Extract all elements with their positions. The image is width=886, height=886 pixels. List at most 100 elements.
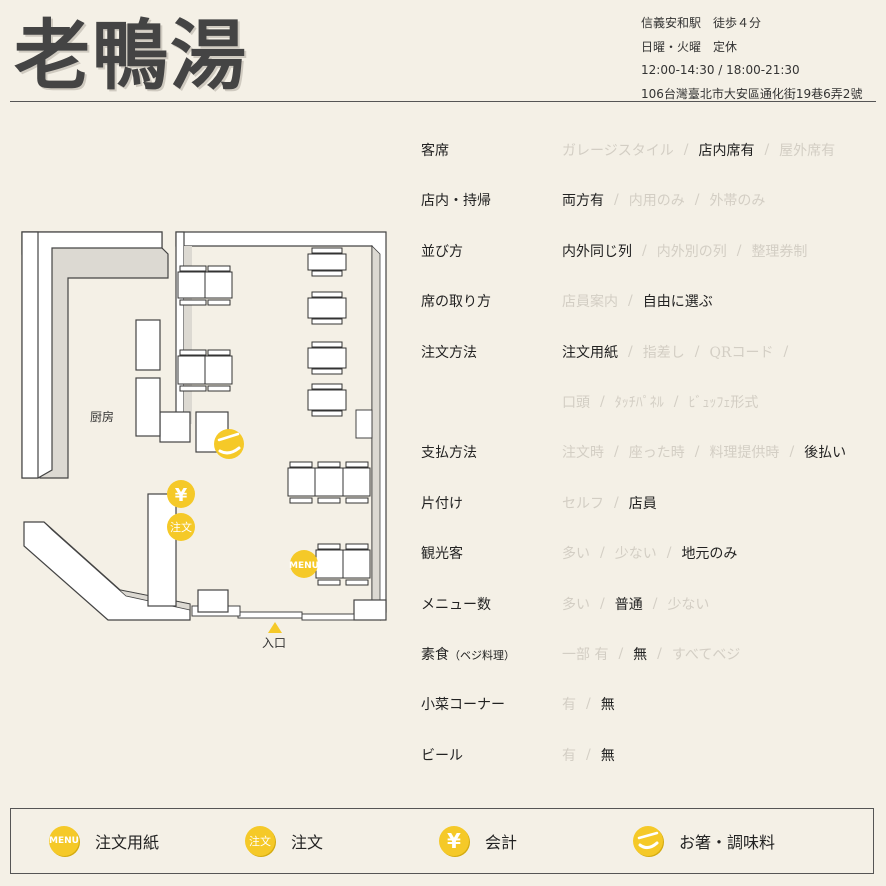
option-separator: / <box>694 343 700 360</box>
option-separator: / <box>789 444 795 461</box>
attribute-row: 席の取り方店員案内/自由に選ぶ <box>421 281 713 321</box>
attribute-row: 店内・持帰両方有/内用のみ/外帯のみ <box>421 180 765 220</box>
option-separator: / <box>673 394 679 410</box>
attribute-option-selected: 後払い <box>804 445 847 462</box>
legend-label: 注文用紙 <box>95 833 160 852</box>
attribute-label: 客席 <box>421 140 562 160</box>
order-badge: 注文 <box>167 513 195 541</box>
pay-badge: ¥ <box>167 480 195 508</box>
menu-badge: MENU <box>289 550 319 578</box>
attribute-option: 外帯のみ <box>709 193 766 210</box>
attribute-option: 多い <box>562 546 590 563</box>
attribute-option-selected: 自由に選ぶ <box>642 294 713 311</box>
legend-label: お箸・調味料 <box>679 833 776 852</box>
option-separator: / <box>600 545 605 562</box>
attribute-label: 並び方 <box>421 241 562 261</box>
attribute-label: ビール <box>421 745 562 765</box>
attribute-row: 注文方法注文用紙/指差し/QRコード/ <box>421 332 798 372</box>
tables <box>177 247 371 586</box>
attribute-label: 席の取り方 <box>421 291 562 311</box>
chopsticks-badge <box>214 429 244 459</box>
option-separator: / <box>600 394 605 410</box>
option-separator: / <box>628 343 633 360</box>
attribute-option-selected: 店内席有 <box>698 143 755 159</box>
option-separator: / <box>694 444 700 461</box>
attribute-option: 座った時 <box>628 445 685 462</box>
attribute-option: 内外別の列 <box>656 243 727 260</box>
attribute-option-selected: 地元のみ <box>681 546 738 563</box>
legend: MENU 注文用紙 注文 注文 ¥ 会計 お箸・調味料 <box>10 808 874 874</box>
attribute-label-text: 片付け <box>421 495 463 512</box>
attribute-option: 注文時 <box>562 445 604 462</box>
attribute-option-selected: 無 <box>600 697 615 714</box>
attribute-row: 客席ガレージスタイル/店内席有/屋外席有 <box>421 130 835 170</box>
attribute-option: 有 <box>562 747 576 764</box>
attribute-label: 小菜コーナー <box>421 694 562 714</box>
attribute-label: 注文方法 <box>421 342 562 362</box>
attribute-label-text: 席の取り方 <box>421 294 491 311</box>
option-separator: / <box>666 545 672 562</box>
menu-icon: MENU <box>49 826 79 856</box>
attribute-option: ガレージスタイル <box>562 143 674 159</box>
yen-icon: ¥ <box>439 826 469 856</box>
info-hours: 12:00-14:30 / 18:00-21:30 <box>641 63 800 77</box>
legend-item-chopsticks: お箸・調味料 <box>633 809 775 873</box>
attribute-label-text: 注文方法 <box>421 344 477 361</box>
attribute-label: メニュー数 <box>421 594 562 614</box>
option-separator: / <box>657 646 662 662</box>
attribute-option-selected: 内外同じ列 <box>562 243 632 260</box>
attribute-label-text: 並び方 <box>421 243 463 260</box>
attribute-option: ﾀｯﾁﾊﾟﾈﾙ <box>614 395 664 411</box>
attribute-option-selected: 無 <box>600 747 615 764</box>
option-separator: / <box>586 696 591 713</box>
svg-text:注文: 注文 <box>170 520 192 534</box>
option-separator: / <box>618 646 624 662</box>
attribute-row: ビール 有 / 無 <box>421 735 615 775</box>
attribute-option: 一部 有 <box>562 647 609 663</box>
attribute-option: 内用のみ <box>628 193 685 210</box>
legend-label: 会計 <box>485 833 518 852</box>
attribute-label-text: メニュー数 <box>421 596 491 613</box>
attribute-label-text: 素食 <box>421 647 449 663</box>
info-closed-days: 日曜・火曜 定休 <box>641 39 738 54</box>
shop-title: 老鴨湯 <box>14 11 248 100</box>
info-address: 106台灣臺北市大安區通化街19巷6弄2號 <box>641 86 863 101</box>
kitchen-label: 厨房 <box>90 409 114 424</box>
attribute-label-text: 店内・持帰 <box>421 193 491 210</box>
attribute-row: 小菜コーナー有/無 <box>421 684 615 724</box>
attribute-label: 片付け <box>421 493 562 513</box>
legend-item-menu: MENU 注文用紙 <box>49 809 159 873</box>
option-separator: / <box>586 746 591 763</box>
attribute-label: 支払方法 <box>421 442 562 462</box>
attribute-row: 素食（ベジ料理）一部 有/無/すべてベジ <box>421 634 740 674</box>
attribute-row: メニュー数多い/普通/少ない <box>421 584 709 624</box>
option-separator: / <box>652 595 658 612</box>
order-icon: 注文 <box>245 826 275 856</box>
attribute-option-selected: 普通 <box>614 596 643 613</box>
attribute-label-text: 支払方法 <box>421 445 477 462</box>
attribute-option: セルフ <box>562 495 604 512</box>
attribute-option: 少ない <box>614 546 657 563</box>
attribute-option: QRコード <box>709 344 774 361</box>
entrance-marker <box>268 622 282 633</box>
attribute-label-text: ビール <box>421 747 463 764</box>
attribute-option-selected: 注文用紙 <box>562 344 618 361</box>
attribute-option: 屋外席有 <box>779 143 836 159</box>
attribute-label-text: 観光客 <box>421 546 463 563</box>
entrance-label: 入口 <box>262 636 286 650</box>
attribute-row: 観光客 多い / 少ない / 地元のみ <box>421 533 737 573</box>
attribute-row: 支払方法注文時/座った時/料理提供時/後払い <box>421 432 846 472</box>
attribute-label-text: 小菜コーナー <box>421 697 505 714</box>
attribute-label: 素食（ベジ料理） <box>421 644 562 664</box>
attribute-label-note: （ベジ料理） <box>449 649 515 662</box>
attribute-option: 店員案内 <box>562 294 618 311</box>
attribute-option: 整理券制 <box>751 243 808 260</box>
attribute-option-selected: 店員 <box>628 495 657 512</box>
header-divider <box>10 101 876 102</box>
attribute-row: 並び方内外同じ列/内外別の列/整理券制 <box>421 231 807 271</box>
attribute-option-selected: 無 <box>633 647 648 663</box>
attribute-option: ﾋﾞｭｯﾌｪ形式 <box>688 395 759 411</box>
attribute-label: 観光客 <box>421 543 562 563</box>
option-separator: / <box>600 595 605 612</box>
legend-label: 注文 <box>291 833 324 852</box>
